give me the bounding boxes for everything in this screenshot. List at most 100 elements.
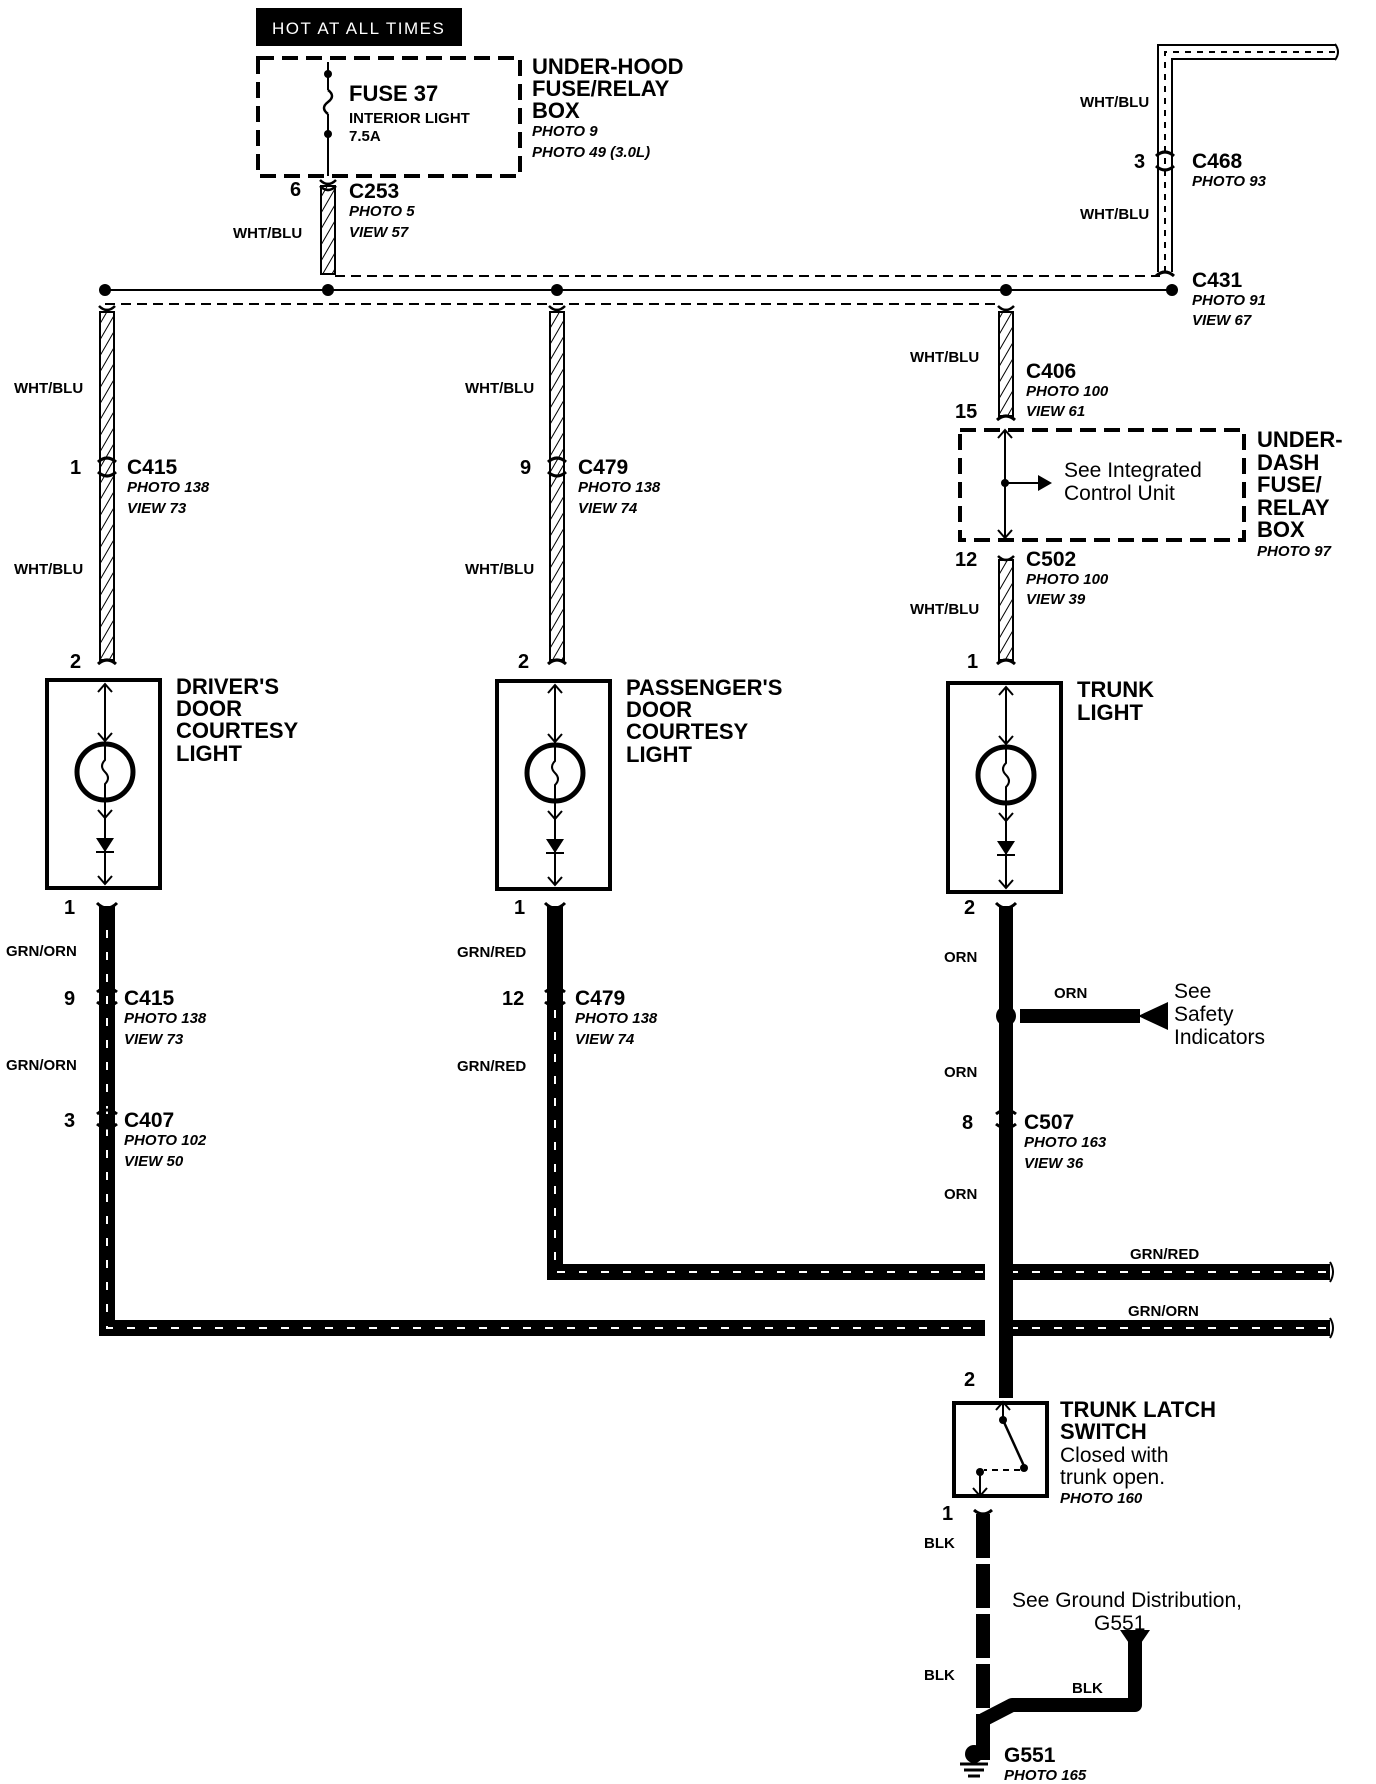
fuse-name: FUSE 37: [349, 81, 438, 106]
svg-text:PHOTO 163: PHOTO 163: [1024, 1134, 1107, 1151]
svg-text:DOOR: DOOR: [176, 696, 242, 721]
svg-text:ORN: ORN: [944, 1186, 977, 1203]
svg-text:SWITCH: SWITCH: [1060, 1419, 1147, 1444]
svg-text:VIEW 74: VIEW 74: [575, 1031, 635, 1048]
svg-text:8: 8: [962, 1112, 973, 1134]
svg-text:WHT/BLU: WHT/BLU: [1080, 206, 1149, 223]
svg-text:PHOTO 165: PHOTO 165: [1004, 1767, 1087, 1784]
svg-text:DASH: DASH: [1257, 450, 1319, 475]
svg-text:WHT/BLU: WHT/BLU: [910, 601, 979, 618]
svg-text:FUSE/RELAY: FUSE/RELAY: [532, 76, 670, 101]
svg-text:PHOTO 49 (3.0L): PHOTO 49 (3.0L): [532, 144, 650, 161]
svg-text:1: 1: [70, 457, 81, 479]
svg-text:PHOTO 138: PHOTO 138: [575, 1010, 658, 1027]
svg-text:BOX: BOX: [1257, 517, 1305, 542]
svg-text:HOT AT ALL TIMES: HOT AT ALL TIMES: [272, 19, 445, 38]
svg-text:C468: C468: [1192, 150, 1243, 173]
svg-text:VIEW 61: VIEW 61: [1026, 403, 1085, 420]
trunk-latch-switch: TRUNK LATCH SWITCH Closed with trunk ope…: [952, 1397, 1216, 1507]
svg-text:WHT/BLU: WHT/BLU: [14, 561, 83, 578]
svg-text:RELAY: RELAY: [1257, 495, 1330, 520]
svg-text:VIEW 67: VIEW 67: [1192, 312, 1252, 329]
svg-text:ORN: ORN: [944, 1064, 977, 1081]
svg-text:2: 2: [70, 651, 81, 673]
svg-text:WHT/BLU: WHT/BLU: [910, 349, 979, 366]
svg-text:PHOTO 5: PHOTO 5: [349, 203, 415, 220]
svg-text:PHOTO 100: PHOTO 100: [1026, 383, 1109, 400]
svg-text:9: 9: [520, 457, 531, 479]
wire-trunk-lower: 2 ORN ORN See Safety Indicators ORN 8 C5…: [944, 897, 1265, 1402]
svg-text:VIEW 36: VIEW 36: [1024, 1155, 1084, 1172]
svg-text:12: 12: [502, 988, 524, 1010]
svg-text:2: 2: [964, 897, 975, 919]
svg-text:2: 2: [964, 1369, 975, 1391]
svg-text:3: 3: [64, 1110, 75, 1132]
wire-passenger-lower: 1 GRN/RED 12 C479 PHOTO 138 VIEW 74 GRN/…: [457, 897, 1334, 1283]
wire-c468-c431: WHT/BLU 3 C468 PHOTO 93 WHT/BLU C431 PHO…: [1080, 43, 1339, 329]
svg-text:C507: C507: [1024, 1111, 1074, 1134]
svg-text:See: See: [1174, 980, 1211, 1003]
svg-text:DOOR: DOOR: [626, 697, 692, 722]
ground-g551: G551 PHOTO 165: [960, 1744, 1087, 1784]
svg-text:WHT/BLU: WHT/BLU: [465, 561, 534, 578]
svg-text:ORN: ORN: [1054, 985, 1087, 1002]
svg-text:LIGHT: LIGHT: [1077, 700, 1144, 725]
svg-text:Indicators: Indicators: [1174, 1026, 1265, 1049]
svg-text:VIEW 39: VIEW 39: [1026, 591, 1086, 608]
svg-text:BLK: BLK: [924, 1535, 955, 1552]
svg-text:C479: C479: [575, 987, 625, 1010]
svg-text:Safety: Safety: [1174, 1003, 1234, 1026]
fuse-37: FUSE 37 INTERIOR LIGHT 7.5A: [322, 62, 470, 176]
svg-text:C431: C431: [1192, 269, 1243, 292]
svg-text:PHOTO 100: PHOTO 100: [1026, 571, 1109, 588]
svg-text:WHT/BLU: WHT/BLU: [1080, 94, 1149, 111]
svg-text:GRN/RED: GRN/RED: [457, 944, 526, 961]
svg-text:UNDER-: UNDER-: [1257, 427, 1343, 452]
svg-text:WHT/BLU: WHT/BLU: [233, 225, 302, 242]
svg-text:BOX: BOX: [532, 98, 580, 123]
trunk-light: TRUNK LIGHT: [946, 677, 1154, 894]
underhood-fuse-relay-box: UNDER-HOOD FUSE/RELAY BOX PHOTO 9 PHOTO …: [256, 54, 684, 178]
svg-text:2: 2: [518, 651, 529, 673]
svg-text:C253: C253: [349, 180, 399, 203]
svg-text:C479: C479: [578, 456, 628, 479]
fuse-desc: INTERIOR LIGHT: [349, 110, 470, 127]
svg-text:LIGHT: LIGHT: [176, 741, 243, 766]
svg-text:GRN/ORN: GRN/ORN: [6, 1057, 77, 1074]
svg-text:FUSE/: FUSE/: [1257, 472, 1322, 497]
fuse-rating: 7.5A: [349, 128, 381, 145]
svg-text:1: 1: [64, 897, 75, 919]
svg-text:1: 1: [514, 897, 525, 919]
svg-text:Closed with: Closed with: [1060, 1444, 1169, 1467]
svg-text:GRN/RED: GRN/RED: [1130, 1246, 1199, 1263]
svg-text:15: 15: [955, 401, 977, 423]
svg-text:6: 6: [290, 179, 301, 201]
hot-at-all-times-label: HOT AT ALL TIMES: [256, 8, 462, 46]
svg-text:9: 9: [64, 988, 75, 1010]
drivers-door-courtesy-light: DRIVER'S DOOR COURTESY LIGHT: [45, 674, 299, 890]
underdash-fuse-relay-box: See Integrated Control Unit UNDER- DASH …: [958, 427, 1343, 560]
svg-text:COURTESY: COURTESY: [176, 718, 299, 743]
svg-text:GRN/ORN: GRN/ORN: [6, 943, 77, 960]
wire-trunk-middle: 12 C502 PHOTO 100 VIEW 39 WHT/BLU 1: [910, 548, 1109, 673]
svg-text:ORN: ORN: [944, 949, 977, 966]
svg-text:C415: C415: [124, 987, 175, 1010]
svg-text:G551: G551: [1094, 1612, 1145, 1635]
svg-text:C406: C406: [1026, 360, 1076, 383]
wire-trunk-upper: WHT/BLU C406 PHOTO 100 VIEW 61 15: [910, 305, 1109, 423]
bus-line: [99, 275, 1178, 305]
svg-text:PHOTO 138: PHOTO 138: [124, 1010, 207, 1027]
svg-text:GRN/RED: GRN/RED: [457, 1058, 526, 1075]
svg-text:PHOTO 91: PHOTO 91: [1192, 292, 1266, 309]
svg-text:1: 1: [942, 1503, 953, 1525]
svg-text:BLK: BLK: [924, 1667, 955, 1684]
svg-text:trunk open.: trunk open.: [1060, 1466, 1165, 1489]
wire-driver-upper: WHT/BLU 1 C415 PHOTO 138 VIEW 73 WHT/BLU…: [14, 305, 210, 673]
svg-text:WHT/BLU: WHT/BLU: [465, 380, 534, 397]
svg-text:TRUNK: TRUNK: [1077, 677, 1154, 702]
svg-text:VIEW 73: VIEW 73: [124, 1031, 184, 1048]
svg-text:C415: C415: [127, 456, 178, 479]
svg-text:PHOTO 93: PHOTO 93: [1192, 173, 1267, 190]
svg-text:Control Unit: Control Unit: [1064, 482, 1175, 505]
